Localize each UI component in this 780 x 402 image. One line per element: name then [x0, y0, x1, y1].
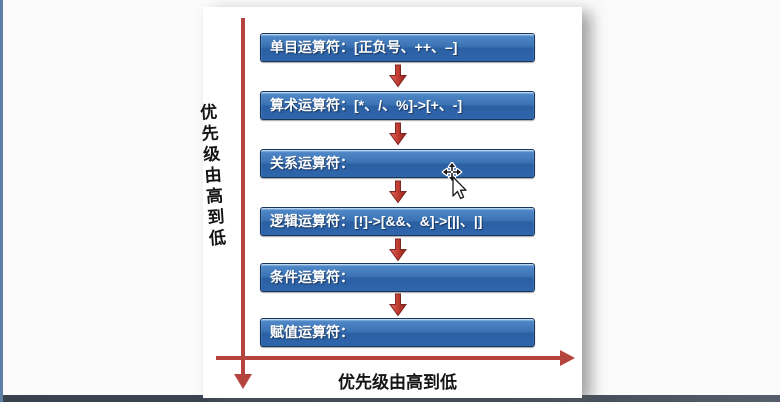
flow-box-assignment-operators: 赋值运算符： [260, 318, 535, 347]
bottom-bar [0, 395, 780, 402]
down-arrow-icon [389, 64, 407, 88]
down-arrow-icon [389, 293, 407, 317]
vertical-axis-line [241, 18, 245, 376]
down-arrow-icon [389, 238, 407, 262]
horizontal-axis-line [216, 356, 562, 360]
move-cursor-icon [441, 162, 467, 200]
flow-box-relational-operators: 关系运算符： [260, 149, 535, 178]
window-left-edge [0, 0, 3, 402]
flow-box-unary-operators: 单目运算符：[正负号、++、–] [260, 33, 535, 62]
vertical-axis-arrowhead-icon [234, 374, 252, 389]
flow-box-arithmetic-operators: 算术运算符：[*、/、%]->[+、-] [260, 91, 535, 120]
down-arrow-icon [389, 180, 407, 204]
down-arrow-icon [389, 122, 407, 146]
flow-box-logical-operators: 逻辑运算符：[!]->[&&、&]->[||、|] [260, 207, 535, 236]
horizontal-axis-label: 优先级由高到低 [338, 373, 457, 392]
flow-box-conditional-operators: 条件运算符： [260, 263, 535, 292]
horizontal-axis-arrowhead-icon [560, 350, 575, 366]
